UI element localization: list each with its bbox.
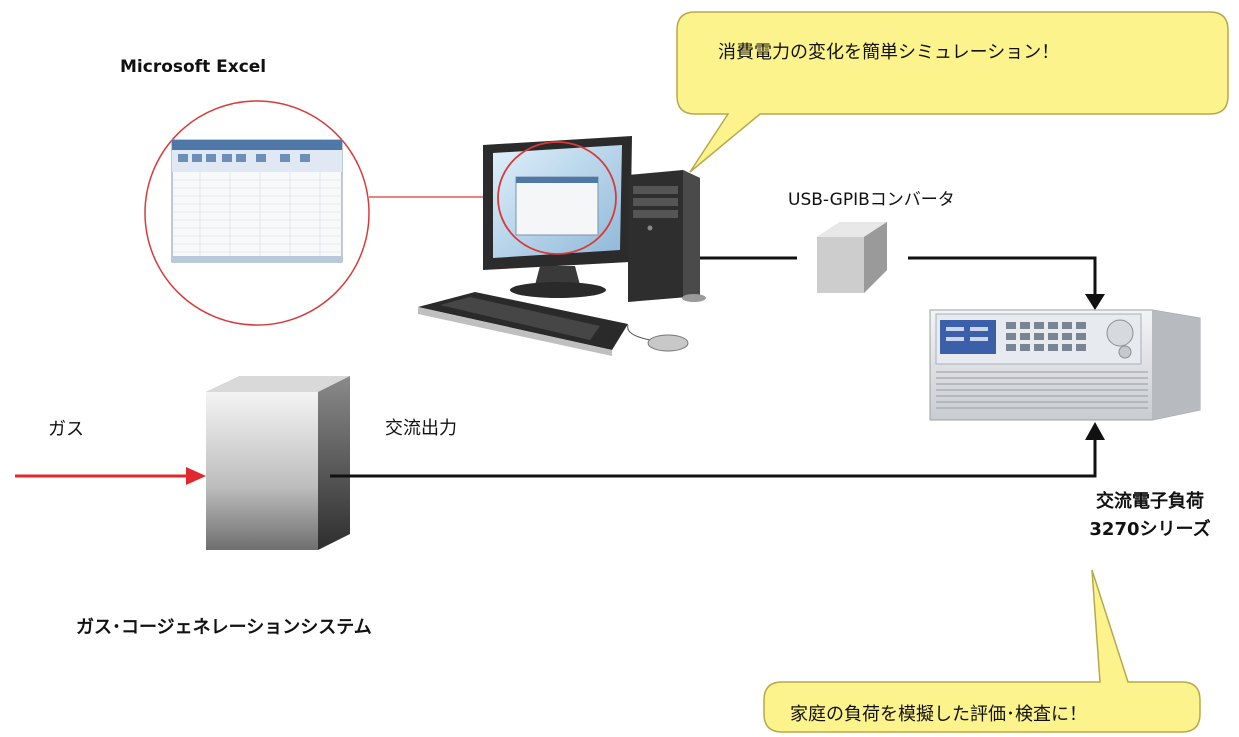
excel-label: Microsoft Excel bbox=[120, 57, 267, 77]
keyboard bbox=[418, 292, 628, 356]
ac-electronic-load bbox=[929, 309, 1201, 421]
pc-monitor bbox=[483, 136, 632, 298]
bottom-callout-bubble bbox=[763, 569, 1201, 733]
converter-label: USB-GPIBコンバータ bbox=[788, 190, 955, 210]
converter-arrowhead bbox=[1085, 294, 1105, 310]
pc-tower bbox=[628, 170, 706, 302]
electronic-load-label-line2: 3270シリーズ bbox=[1089, 519, 1211, 540]
top-callout-text: 消費電力の変化を簡単シミュレーション！ bbox=[718, 42, 1060, 63]
gas-label: ガス bbox=[48, 419, 84, 440]
ac-output-arrowhead bbox=[1085, 422, 1105, 440]
ac-output-line bbox=[330, 436, 1097, 478]
bottom-callout-text: 家庭の負荷を模擬した評価･検査に！ bbox=[790, 704, 1087, 725]
top-callout-bubble bbox=[676, 11, 1229, 173]
gas-arrow bbox=[15, 467, 206, 485]
electronic-load-label: 交流電子負荷 3270シリーズ bbox=[1060, 488, 1239, 544]
electronic-load-label-line1: 交流電子負荷 bbox=[1096, 491, 1204, 512]
cogeneration-unit bbox=[206, 376, 350, 550]
excel-magnifier bbox=[144, 100, 370, 326]
cogeneration-label: ガス･コージェネレーションシステム bbox=[76, 617, 372, 638]
mouse bbox=[627, 324, 689, 352]
converter-to-load-line bbox=[908, 256, 1097, 298]
ac-output-label: 交流出力 bbox=[385, 418, 457, 439]
usb-gpib-converter bbox=[817, 222, 887, 293]
